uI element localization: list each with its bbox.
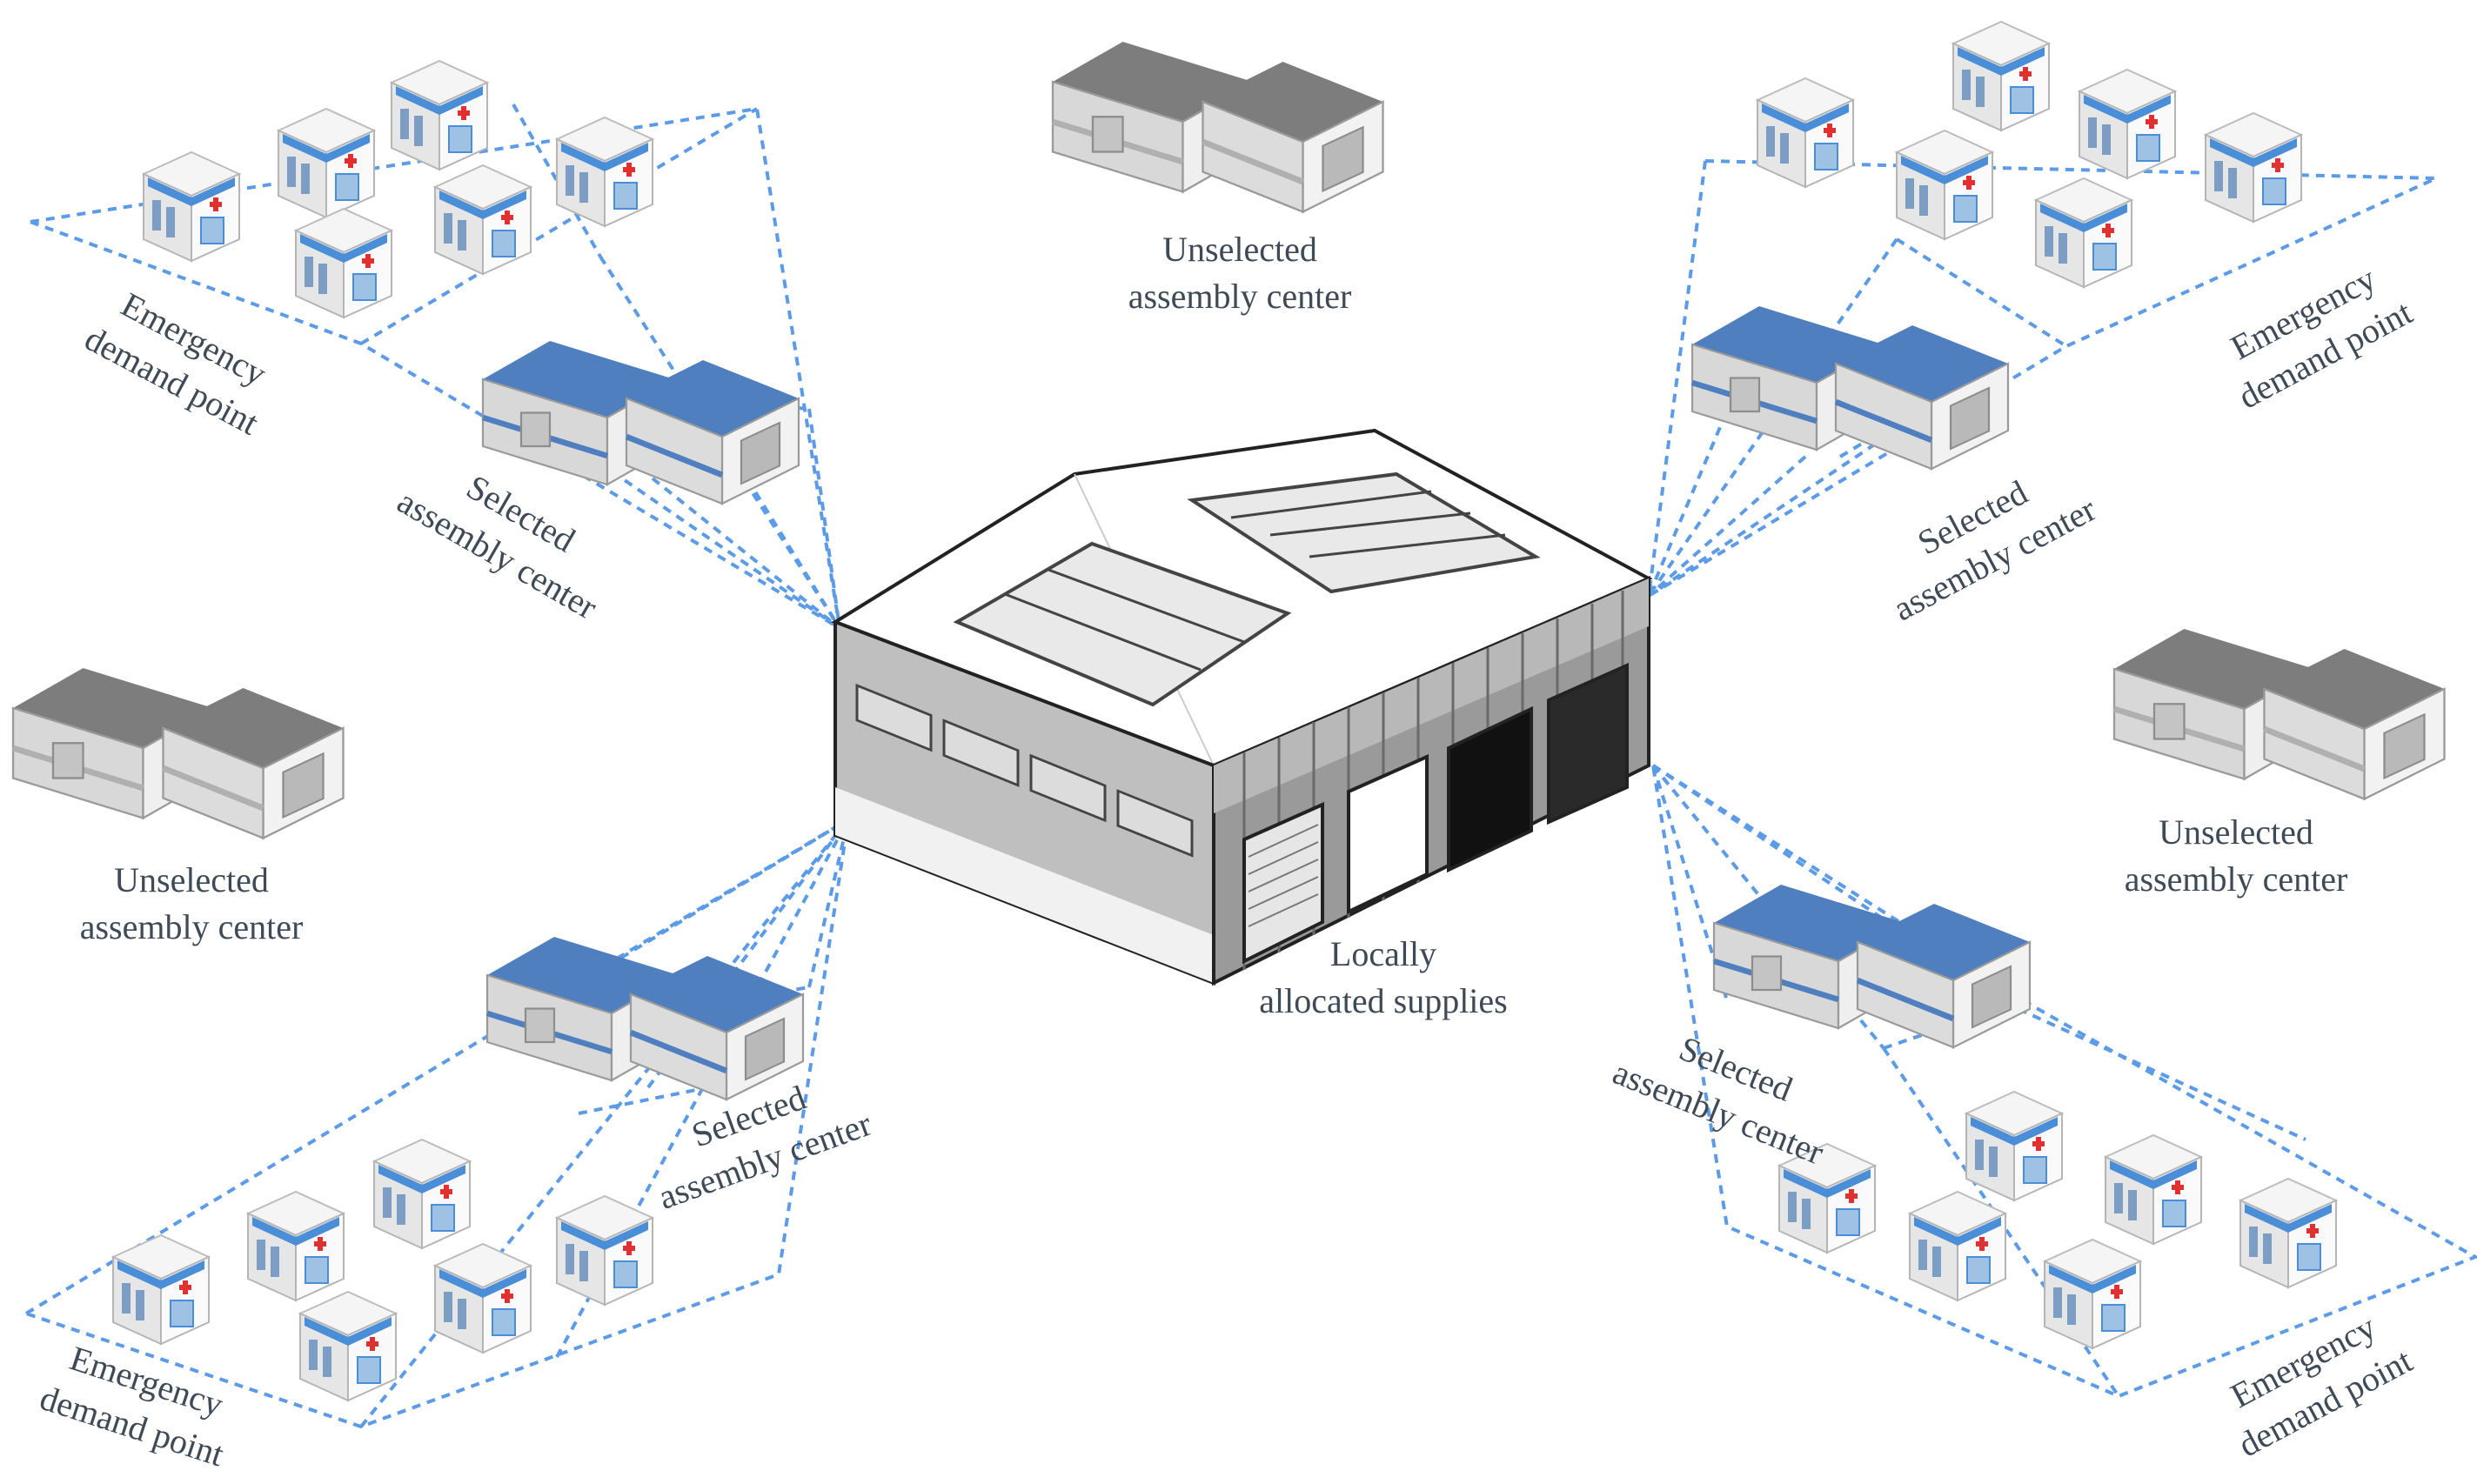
demand-cluster-bottom-left xyxy=(112,1139,653,1401)
demand-cluster-top-left xyxy=(143,60,653,318)
unselected-center-right xyxy=(2114,629,2445,799)
selected-center-bottom-right xyxy=(1714,885,2030,1047)
selected-center-top-left xyxy=(483,341,799,504)
selected-center-bottom-left xyxy=(487,937,803,1100)
unselected-center-top xyxy=(1053,42,1383,212)
selected-center-top-right xyxy=(1692,306,2008,469)
demand-cluster-bottom-right xyxy=(1778,1091,2337,1349)
demand-cluster-top-right xyxy=(1757,21,2302,288)
unselected-center-left xyxy=(13,668,344,839)
central-warehouse xyxy=(831,428,1653,986)
